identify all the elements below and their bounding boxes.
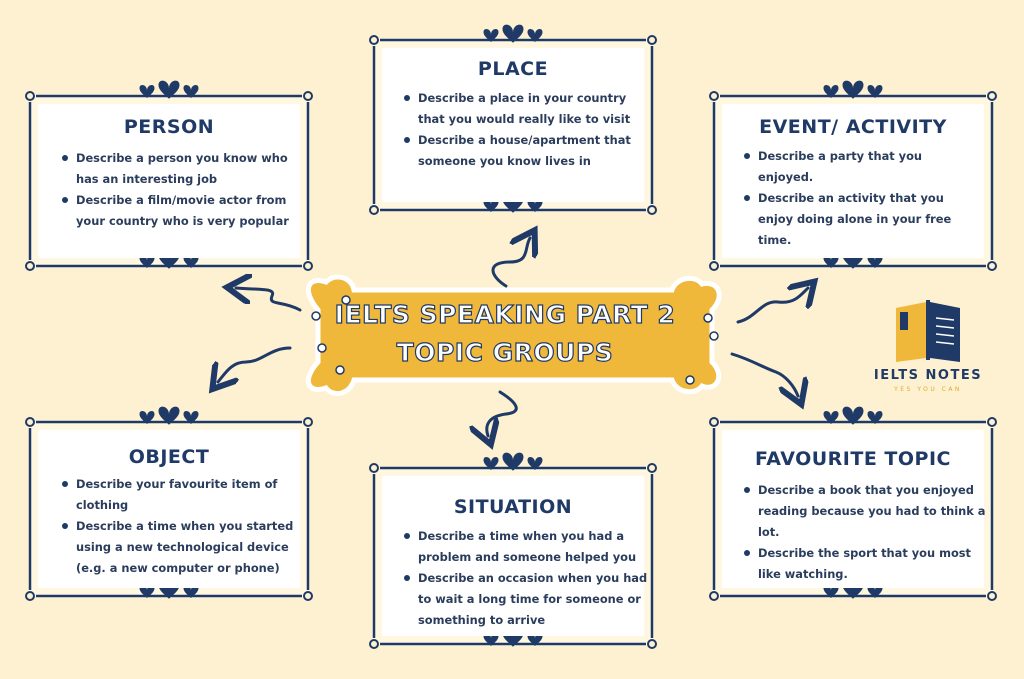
card-list: Describe a time when you had a problem a…: [402, 526, 656, 631]
frame-corner-dot: [709, 417, 719, 427]
list-item: Describe an occasion when you had to wai…: [404, 568, 656, 631]
list-item: Describe a place in your country that yo…: [404, 88, 656, 130]
frame-corner-dot: [987, 591, 997, 601]
frame-corner-dot: [709, 261, 719, 271]
list-item: Describe the sport that you most like wa…: [744, 543, 994, 585]
logo-tagline: YES YOU CAN: [894, 386, 962, 393]
hearts-group: [139, 406, 199, 425]
hearts-group: [139, 80, 199, 99]
banner-rivet: [703, 313, 713, 323]
title-line-2: TOPIC GROUPS: [396, 337, 614, 367]
card-list: Describe a party that you enjoyed. Descr…: [742, 146, 978, 251]
banner-rivet: [709, 331, 719, 341]
card-object: OBJECT Describe your favourite item of c…: [38, 430, 300, 588]
card-title: SITUATION: [453, 496, 573, 518]
frame-corner-dot: [647, 35, 657, 45]
banner-rivet: [335, 365, 345, 375]
list-item: Describe a book that you enjoyed reading…: [744, 480, 994, 543]
open-book-icon: [896, 300, 960, 362]
frame-corner-dot: [987, 261, 997, 271]
title-line-1: IELTS SPEAKING PART 2: [334, 299, 676, 329]
card-title: EVENT/ ACTIVITY: [759, 116, 947, 138]
list-item: Describe a person you know who has an in…: [62, 148, 312, 190]
frame-corner-dot: [709, 91, 719, 101]
card-title: PLACE: [477, 58, 549, 80]
card-favourite: FAVOURITE TOPIC Describe a book that you…: [722, 430, 986, 588]
card-list: Describe your favourite item of clothing…: [60, 474, 312, 579]
frame-corner-dot: [25, 417, 35, 427]
card-person: PERSON Describe a person you know who ha…: [38, 104, 300, 258]
curly-arrow: [730, 352, 798, 396]
list-item: Describe a house/apartment that someone …: [404, 130, 656, 172]
banner-rivet: [317, 343, 327, 353]
list-item: Describe a time when you had a problem a…: [404, 526, 656, 568]
list-item: Describe a party that you enjoyed.: [744, 146, 978, 188]
curly-arrow: [491, 238, 530, 288]
title-banner: [305, 274, 722, 397]
card-list: Describe a person you know who has an in…: [60, 148, 312, 232]
hearts-group: [823, 80, 883, 99]
list-item: Describe your favourite item of clothing: [62, 474, 312, 516]
curly-arrow: [218, 346, 292, 382]
frame-corner-dot: [369, 35, 379, 45]
curly-arrow: [736, 288, 808, 324]
curly-arrow: [487, 390, 518, 436]
frame-corner-dot: [303, 417, 313, 427]
frame-corner-dot: [647, 205, 657, 215]
frame-corner-dot: [303, 261, 313, 271]
frame-corner-dot: [303, 591, 313, 601]
frame-corner-dot: [987, 417, 997, 427]
frame-corner-dot: [25, 261, 35, 271]
frame-corner-dot: [369, 463, 379, 473]
hearts-group: [483, 452, 543, 471]
card-list: Describe a book that you enjoyed reading…: [742, 480, 994, 585]
card-event: EVENT/ ACTIVITY Describe a party that yo…: [722, 104, 984, 258]
card-title: FAVOURITE TOPIC: [755, 448, 951, 470]
banner-rivet: [311, 311, 321, 321]
banner-rivet: [685, 375, 695, 385]
frame-corner-dot: [709, 591, 719, 601]
hearts-group: [823, 406, 883, 425]
frame-corner-dot: [987, 91, 997, 101]
card-title: PERSON: [123, 116, 215, 138]
frame-corner-dot: [369, 639, 379, 649]
card-list: Describe a place in your country that yo…: [402, 88, 656, 172]
card-place: PLACE Describe a place in your country t…: [382, 48, 644, 202]
list-item: Describe an activity that you enjoy doin…: [744, 188, 978, 251]
curly-arrow: [236, 288, 302, 312]
frame-corner-dot: [647, 463, 657, 473]
list-item: Describe a film/movie actor from your co…: [62, 190, 312, 232]
frame-corner-dot: [369, 205, 379, 215]
logo-name: IELTS NOTES: [873, 368, 983, 383]
frame-corner-dot: [25, 91, 35, 101]
frame-corner-dot: [25, 591, 35, 601]
card-situation: SITUATION Describe a time when you had a…: [382, 476, 647, 636]
frame-corner-dot: [647, 639, 657, 649]
card-title: OBJECT: [128, 446, 210, 468]
frame-corner-dot: [303, 91, 313, 101]
list-item: Describe a time when you started using a…: [62, 516, 312, 579]
center-title: IELTS SPEAKING PART 2 TOPIC GROUPS: [330, 296, 680, 372]
banner-rivet: [341, 295, 351, 305]
hearts-group: [483, 24, 543, 43]
